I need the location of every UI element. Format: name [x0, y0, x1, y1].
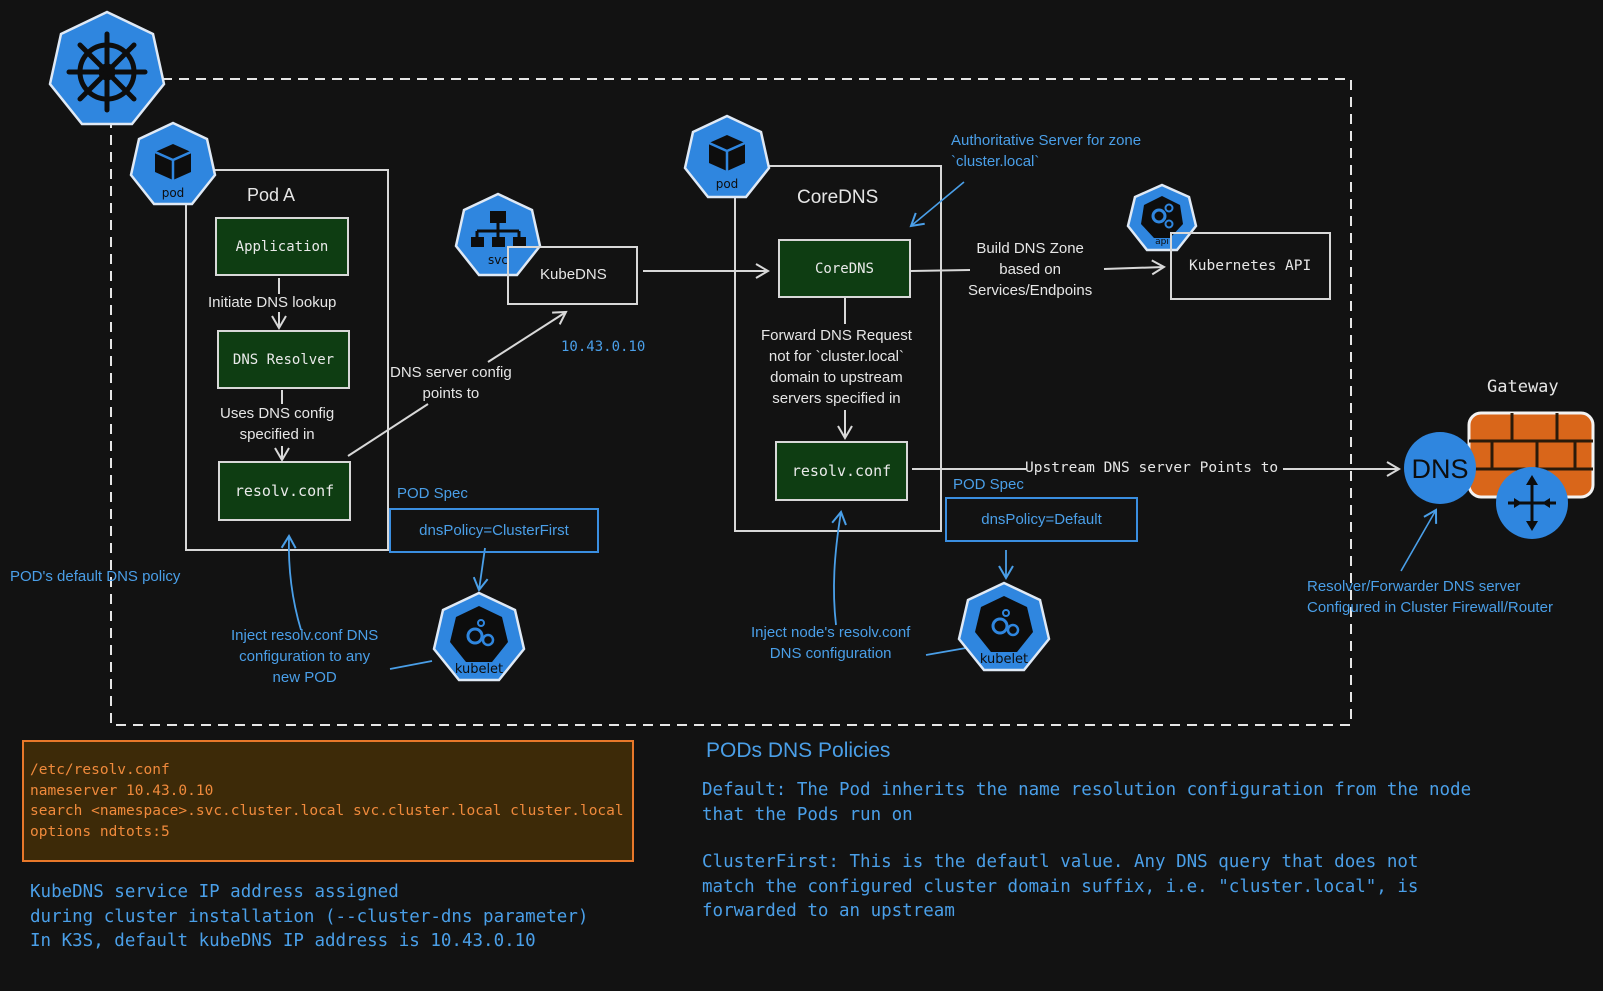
coredns-box: CoreDNS: [778, 239, 911, 298]
resolv-line: search <namespace>.svc.cluster.local svc…: [30, 803, 624, 819]
application-box: Application: [215, 217, 349, 276]
resolv-line: options ndtots:5: [30, 823, 170, 840]
policies-title: PODs DNS Policies: [706, 739, 891, 762]
dns-policy-clusterfirst-box: dnsPolicy=ClusterFirst: [389, 508, 599, 553]
kubelet-a-icon-label: kubelet: [455, 662, 503, 677]
pod-spec-b-title: POD Spec: [953, 476, 1024, 493]
kubedns-label: KubeDNS: [540, 266, 607, 283]
resolv-conf-file: /etc/resolv.conf nameserver 10.43.0.10 s…: [22, 740, 634, 862]
kubelet-icon: kubelet: [957, 581, 1051, 672]
kubedns-ip: 10.43.0.10: [561, 339, 646, 355]
dns-server-icon: DNS: [1404, 432, 1476, 504]
server-config-label: DNS server config points to: [390, 364, 512, 402]
upstream-label: Upstream DNS server Points to: [1025, 460, 1279, 476]
resolver-text: Resolver/Forwarder DNS server Configured…: [1307, 578, 1553, 616]
svc-icon-label: svc: [488, 253, 508, 267]
firewall-icon: [1467, 411, 1595, 499]
service-icon: svc: [454, 192, 542, 277]
kubelet-a-inject-text: Inject resolv.conf DNS configuration to …: [231, 627, 379, 686]
authoritative-label: Authoritative Server for zone `cluster.l…: [951, 132, 1142, 170]
pod-default-policy-label: POD's default DNS policy: [10, 568, 181, 585]
coredns-pod-icon-label: pod: [716, 177, 739, 191]
coredns-pod-title: CoreDNS: [797, 187, 879, 208]
pod-a-icon-label: pod: [162, 186, 185, 200]
pod-icon: pod: [129, 121, 217, 206]
policy-clusterfirst-text: ClusterFirst: This is the defautl value.…: [702, 852, 1419, 921]
gateway-title: Gateway: [1487, 377, 1559, 397]
kubedns-note: KubeDNS service IP address assigned duri…: [30, 882, 589, 951]
router-icon: [1496, 467, 1568, 539]
kubernetes-api-box: [1170, 232, 1331, 300]
pod-a-title: Pod A: [247, 185, 296, 205]
api-icon-label: api: [1155, 237, 1169, 247]
kubelet-b-inject-text: Inject node's resolv.conf DNS configurat…: [751, 624, 911, 662]
pod-spec-a-title: POD Spec: [397, 485, 468, 502]
kubedns-box: [507, 246, 638, 305]
resolv-line: /etc/resolv.conf: [30, 762, 170, 778]
build-zone-label: Build DNS Zone based on Services/Endpoin…: [968, 240, 1093, 299]
coredns-resolv-conf-box: resolv.conf: [775, 441, 908, 501]
kubelet-b-icon-label: kubelet: [980, 652, 1028, 667]
dns-label: DNS: [1411, 454, 1468, 484]
initiate-lookup-label: Initiate DNS lookup: [208, 294, 337, 311]
forward-request-label: Forward DNS Request not for `cluster.loc…: [761, 327, 912, 407]
pod-a-box: [185, 169, 389, 551]
pod-a-resolv-conf-box: resolv.conf: [218, 461, 351, 521]
dns-policy-default-box: dnsPolicy=Default: [945, 497, 1138, 542]
policy-default-text: Default: The Pod inherits the name resol…: [702, 780, 1472, 825]
cluster-boundary: [110, 78, 1352, 726]
resolv-line: nameserver 10.43.0.10: [30, 782, 214, 799]
pod-icon: pod: [683, 114, 771, 199]
uses-config-label: Uses DNS config specified in: [220, 405, 335, 443]
kubernetes-api-label: Kubernetes API: [1189, 258, 1312, 274]
dns-resolver-box: DNS Resolver: [217, 330, 350, 389]
kubelet-icon: kubelet: [432, 591, 526, 682]
kubernetes-icon: [48, 10, 166, 126]
